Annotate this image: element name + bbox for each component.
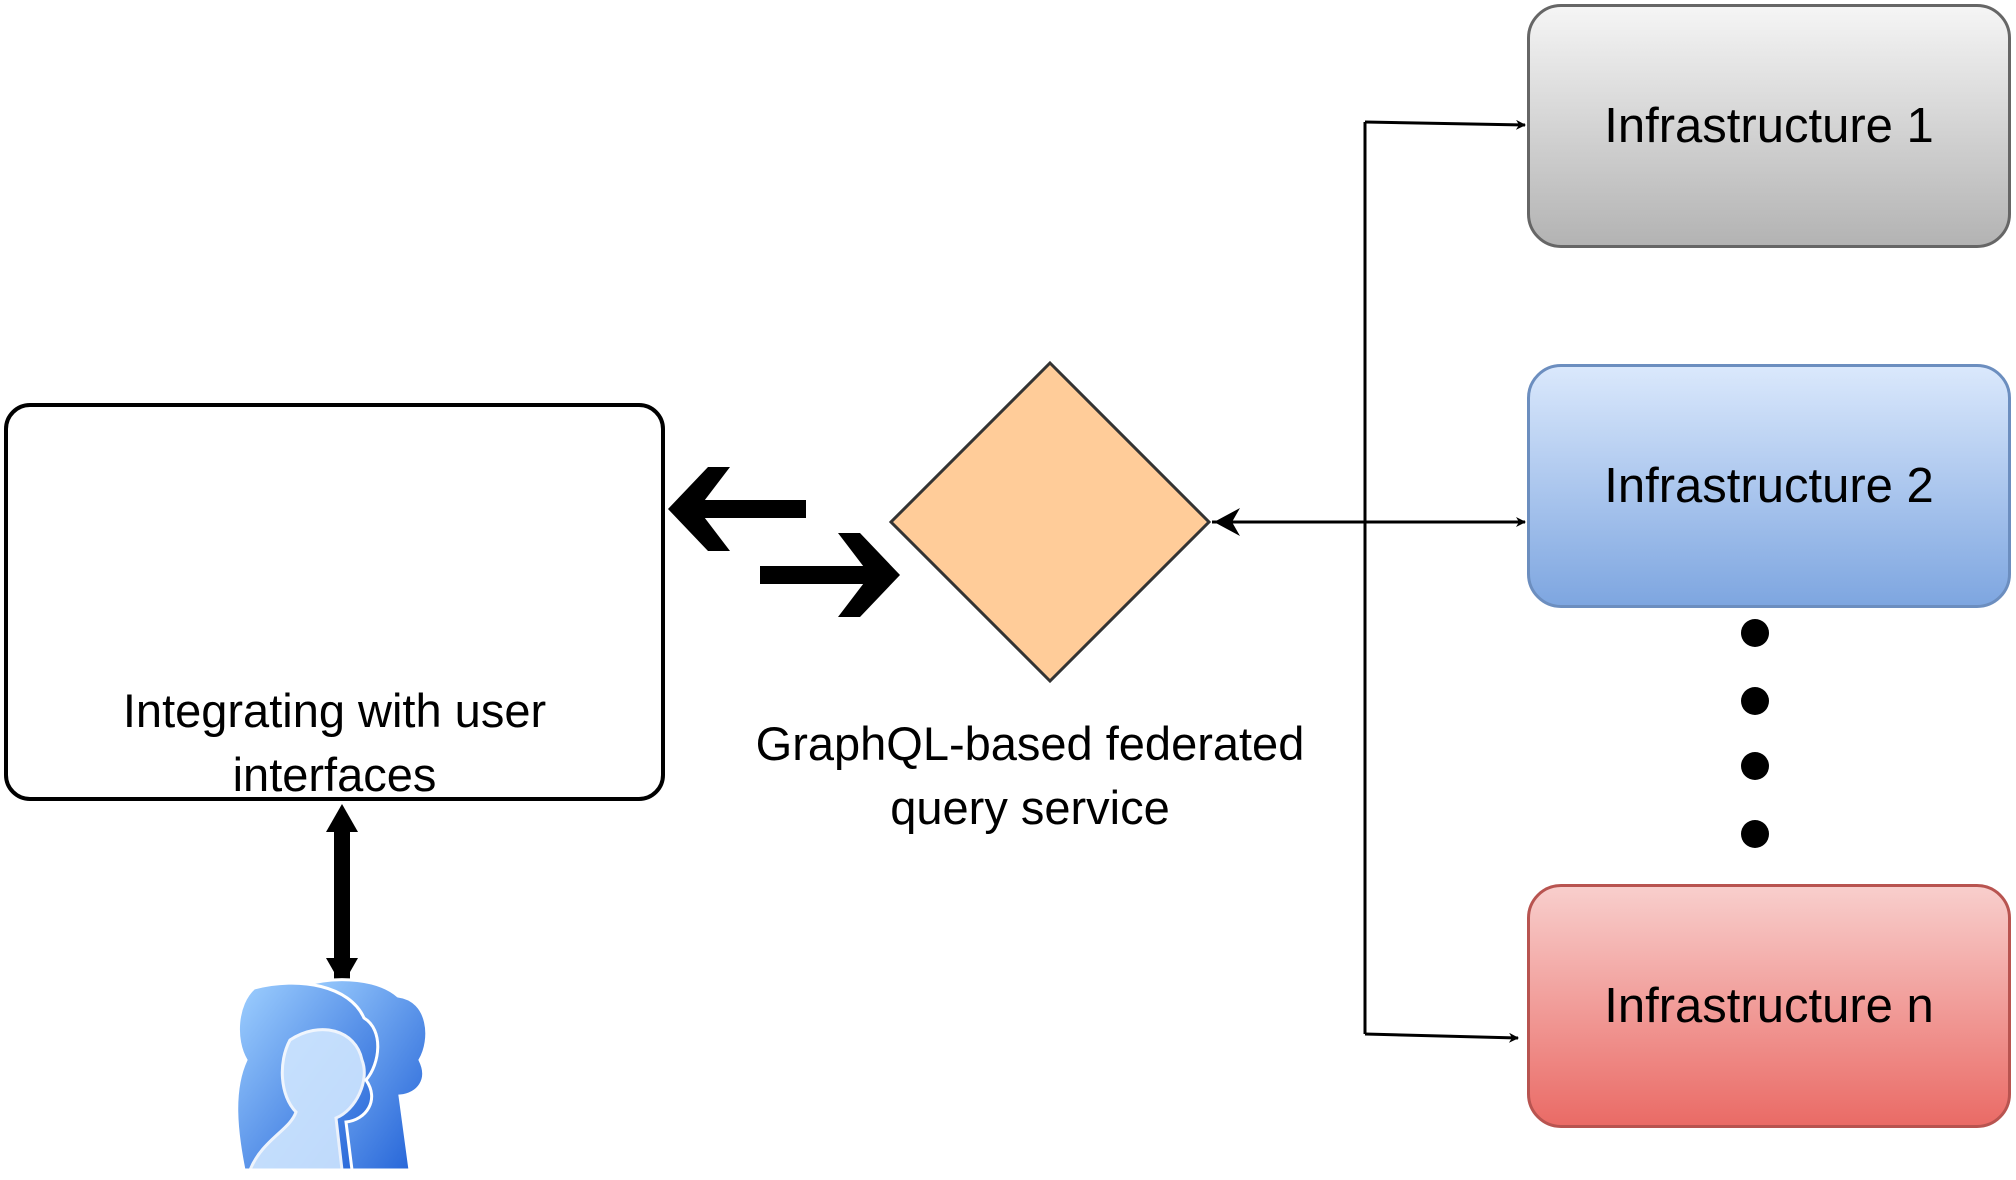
- query-service-label: GraphQL-based federated query service: [680, 712, 1380, 840]
- infrastructure-2-box: Infrastructure 2: [1527, 364, 2011, 608]
- widget-title: WIDGET: [440, 432, 519, 453]
- infra-connectors: [1212, 119, 1526, 1043]
- ui-integration-box: Integrating with user interfaces: [4, 403, 665, 801]
- ellipsis-dot: [1741, 619, 1769, 647]
- query-service-diamond: [888, 360, 1212, 684]
- infrastructure-1-label: Infrastructure 1: [1604, 99, 1934, 153]
- ui-integration-label: Integrating with user interfaces: [8, 679, 661, 807]
- arrow-to-ui: [668, 467, 806, 551]
- ellipsis-dot: [1741, 687, 1769, 715]
- service-label-line2: query service: [890, 781, 1170, 834]
- ui-label-line1: Integrating with user: [122, 684, 547, 737]
- arrow-to-service: [760, 533, 900, 617]
- ellipsis-dot: [1741, 752, 1769, 780]
- service-label-line1: GraphQL-based federated: [755, 717, 1305, 770]
- infrastructure-n-box: Infrastructure n: [1527, 884, 2011, 1128]
- users-icon: [235, 978, 429, 1172]
- infrastructure-1-box: Infrastructure 1: [1527, 4, 2011, 248]
- ellipsis-dot: [1741, 820, 1769, 848]
- arrow-ui-users: [326, 804, 358, 986]
- ui-label-line2: interfaces: [232, 748, 437, 801]
- infrastructure-2-label: Infrastructure 2: [1604, 459, 1934, 513]
- infrastructure-n-label: Infrastructure n: [1604, 979, 1934, 1033]
